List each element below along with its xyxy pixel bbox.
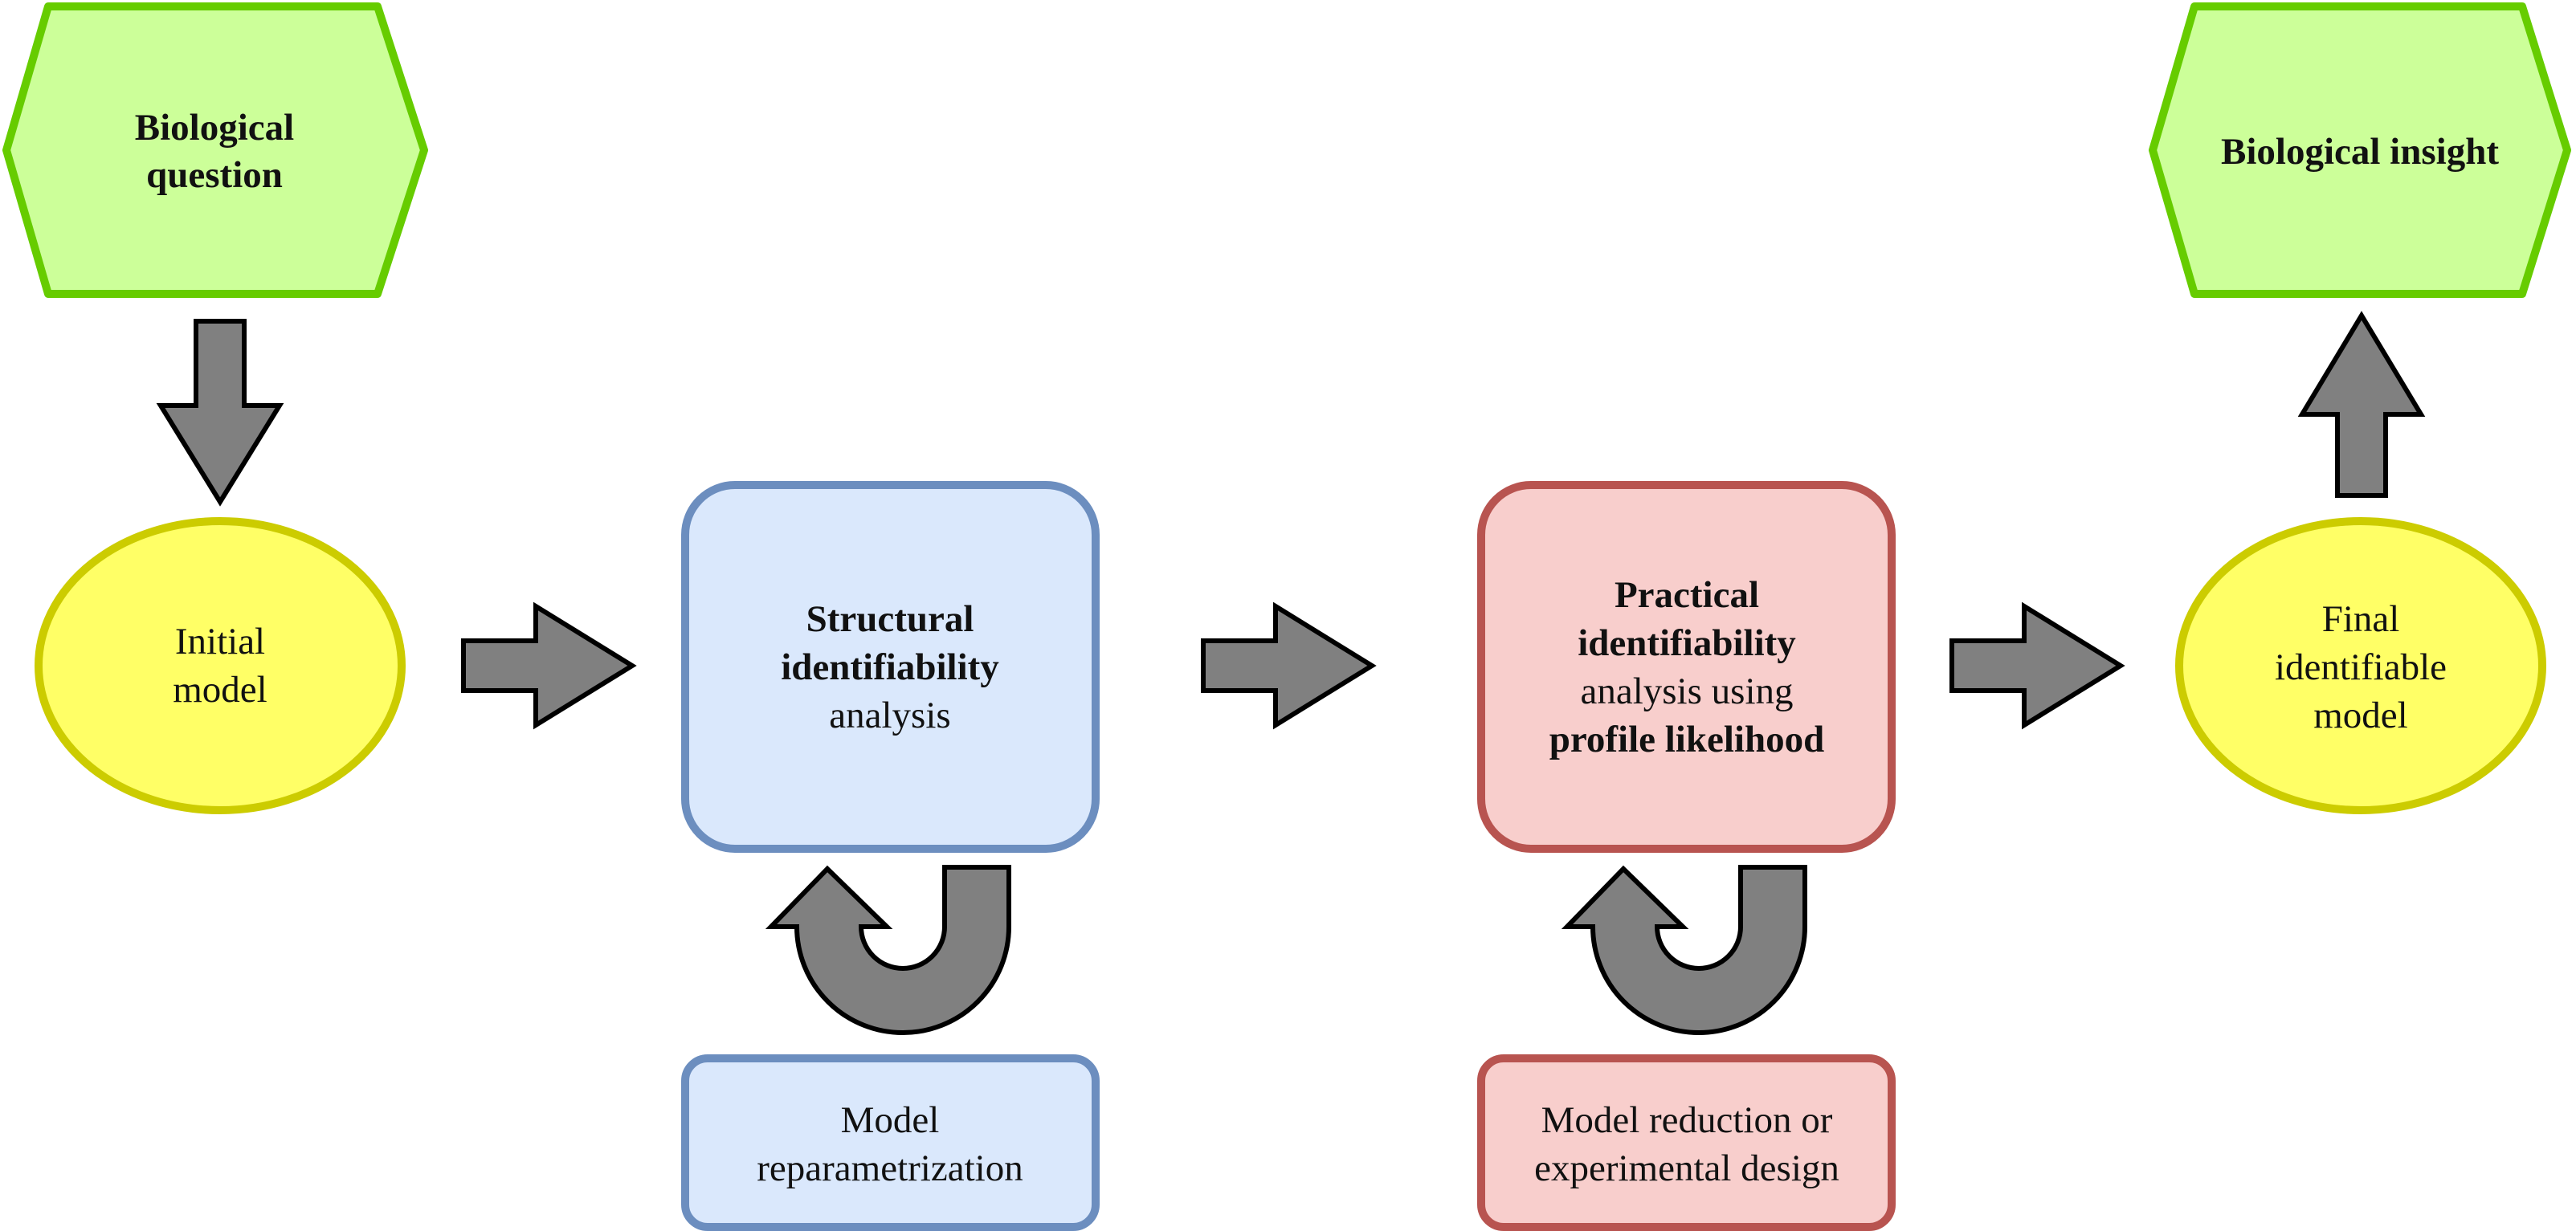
structural-analysis-line3: analysis xyxy=(829,695,950,736)
practical-analysis-line3: analysis using xyxy=(1580,671,1793,712)
biological-insight-line1: Biological insight xyxy=(2221,131,2499,173)
structural-analysis-node: Structural identifiability analysis xyxy=(681,481,1100,853)
initial-model-line2: model xyxy=(173,669,267,711)
arrow-right-model-to-structural xyxy=(461,601,637,730)
arrow-right-structural-to-practical xyxy=(1201,601,1377,730)
practical-analysis-line2: identifiability xyxy=(1578,622,1796,664)
initial-model-line1: Initial xyxy=(175,621,265,662)
practical-analysis-line1: Practical xyxy=(1615,574,1759,616)
biological-question-line1: Biological xyxy=(135,107,294,149)
final-model-line3: model xyxy=(2313,695,2407,736)
arrow-up-final-to-insight xyxy=(2297,311,2426,498)
reparametrization-box xyxy=(681,1054,1100,1231)
final-model-ellipse xyxy=(2175,517,2546,814)
initial-model-node: Initial model xyxy=(35,517,406,814)
reduction-line2: experimental design xyxy=(1534,1147,1839,1189)
structural-analysis-box xyxy=(681,481,1100,853)
biological-question-node: Biological question xyxy=(2,2,428,298)
final-model-node: Final identifiable model xyxy=(2175,517,2546,814)
structural-analysis-line1: Structural xyxy=(806,598,974,640)
practical-analysis-node: Practical identifiability analysis using… xyxy=(1477,481,1896,853)
reduction-line1: Model reduction or xyxy=(1541,1099,1833,1141)
reduction-node: Model reduction or experimental design xyxy=(1477,1054,1896,1231)
reparametrization-line2: reparametrization xyxy=(757,1147,1023,1189)
practical-analysis-line4: profile likelihood xyxy=(1549,719,1825,760)
reparametrization-node: Model reparametrization xyxy=(681,1054,1100,1231)
biological-question-hexagon xyxy=(2,2,428,298)
biological-insight-node: Biological insight xyxy=(2149,2,2571,298)
final-model-line1: Final xyxy=(2322,598,2400,640)
reparametrization-line1: Model xyxy=(841,1099,940,1141)
biological-insight-hexagon xyxy=(2149,2,2571,298)
final-model-line2: identifiable xyxy=(2275,646,2447,688)
biological-question-line2: question xyxy=(146,154,283,196)
practical-analysis-box xyxy=(1477,481,1896,853)
structural-analysis-line2: identifiability xyxy=(781,646,999,688)
uturn-arrow-practical xyxy=(1561,865,1807,1035)
arrow-down-question-to-model xyxy=(156,319,284,507)
reduction-box xyxy=(1477,1054,1896,1231)
arrow-right-practical-to-final xyxy=(1949,601,2125,730)
uturn-arrow-structural xyxy=(765,865,1011,1035)
initial-model-ellipse xyxy=(35,517,406,814)
